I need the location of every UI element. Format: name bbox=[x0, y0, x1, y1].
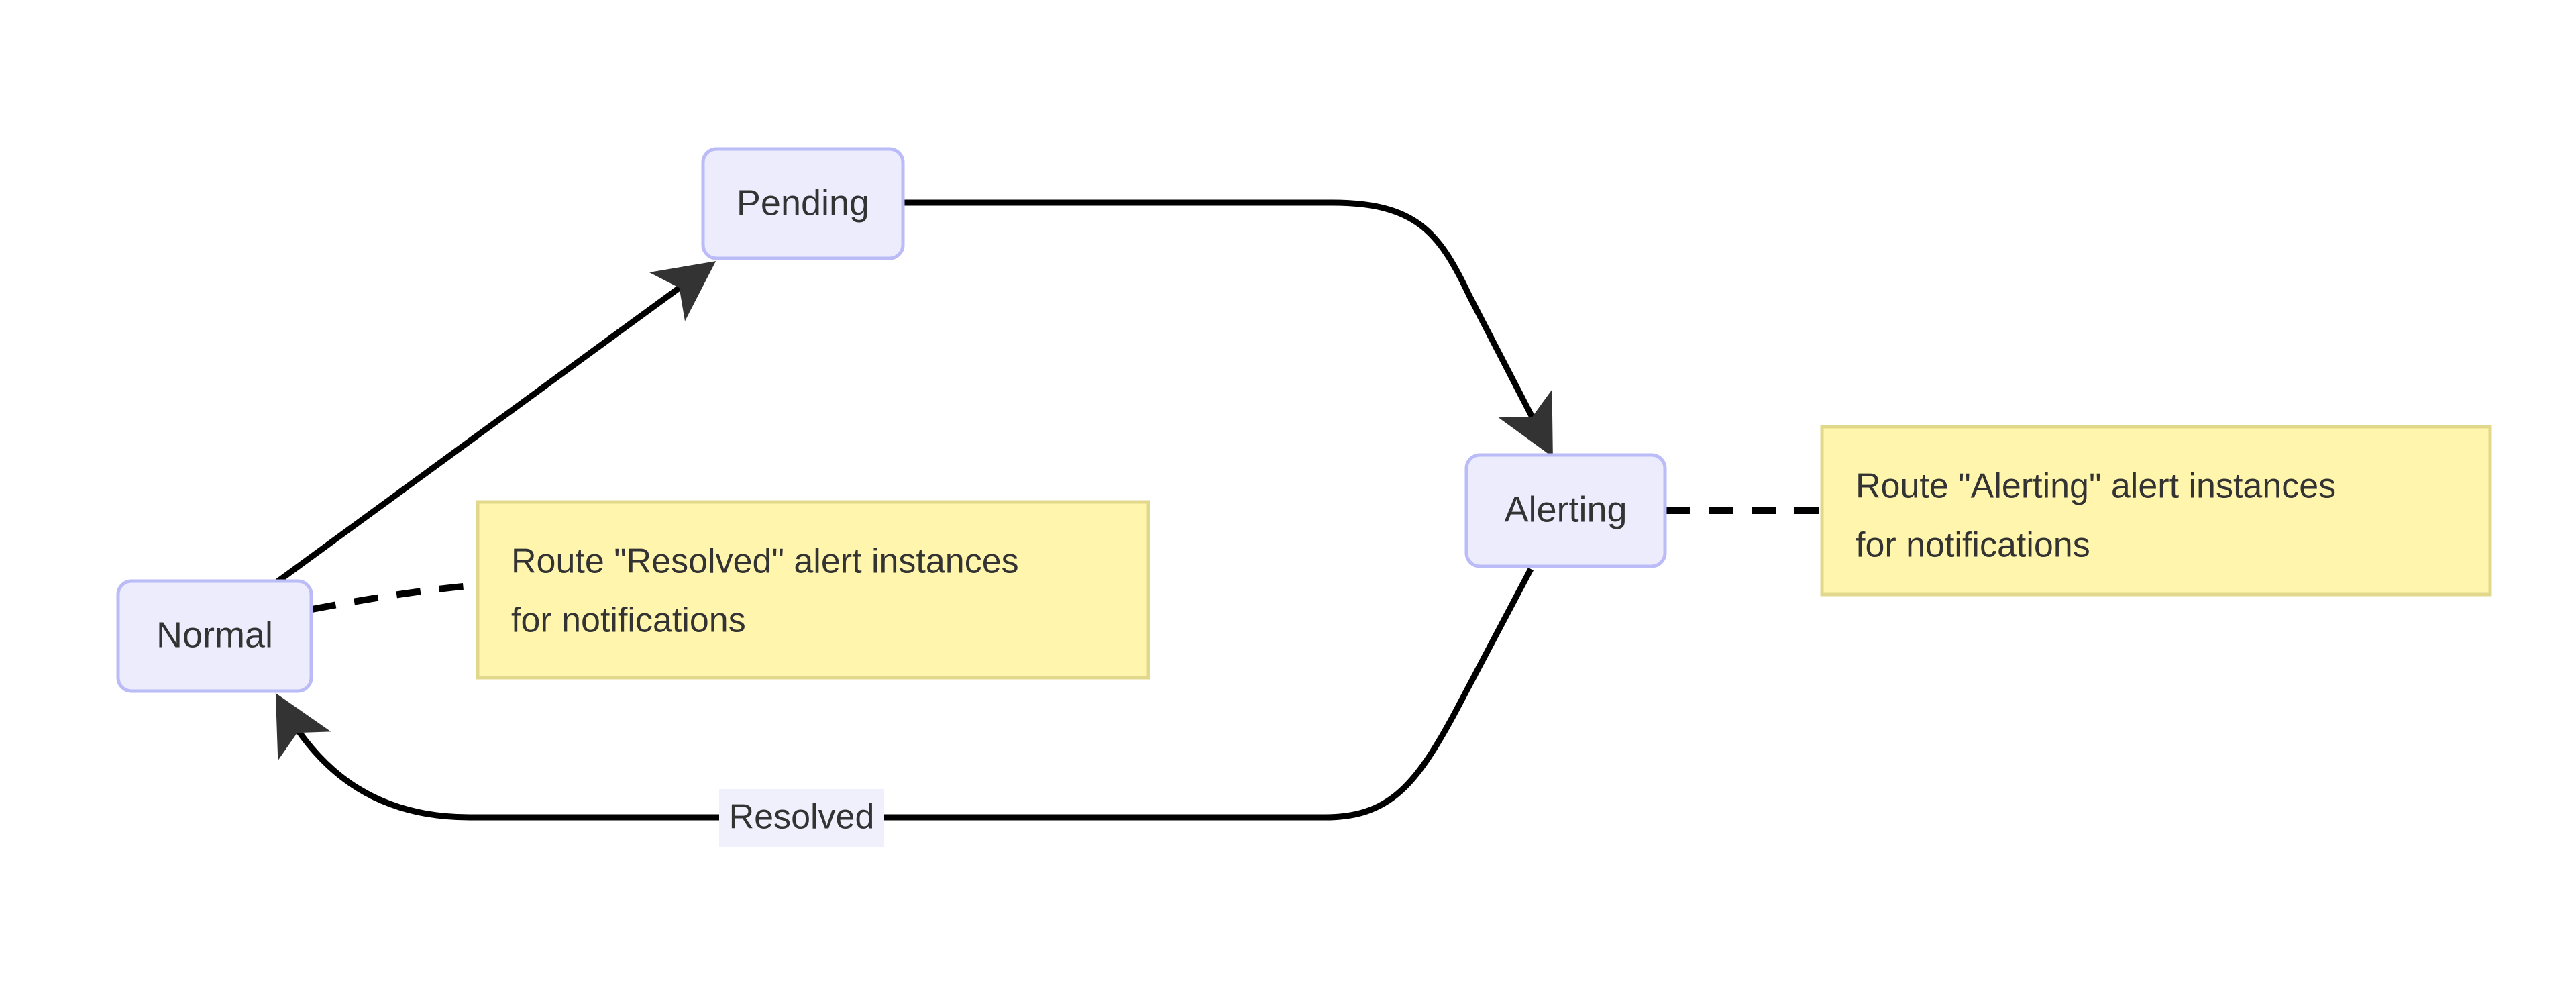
node-alerting[interactable]: Alerting bbox=[1464, 453, 1667, 568]
node-pending-box[interactable] bbox=[701, 147, 905, 260]
note-alerting[interactable]: Route "Alerting" alert instances for not… bbox=[1820, 425, 2492, 597]
note-alerting-line-1: Route "Alerting" alert instances bbox=[1856, 467, 2336, 506]
note-resolved-line-2: for notifications bbox=[511, 601, 746, 640]
node-normal[interactable]: Normal bbox=[116, 579, 313, 693]
node-normal-label: Normal bbox=[156, 615, 273, 655]
edge-normal-to-note-resolved[interactable] bbox=[311, 582, 478, 613]
edge-alerting-to-normal[interactable] bbox=[275, 567, 1534, 821]
node-normal-box[interactable] bbox=[116, 579, 313, 693]
note-resolved[interactable]: Route "Resolved" alert instances for not… bbox=[476, 500, 1150, 680]
note-alerting-line-2: for notifications bbox=[1856, 526, 2090, 565]
edge-normal-to-pending[interactable] bbox=[274, 261, 716, 585]
note-resolved-box[interactable] bbox=[476, 500, 1150, 680]
note-alerting-box[interactable] bbox=[1820, 425, 2492, 597]
node-pending-label: Pending bbox=[737, 183, 869, 223]
edge-pending-to-alerting[interactable] bbox=[904, 199, 1553, 458]
node-alerting-box[interactable] bbox=[1464, 453, 1667, 568]
node-pending[interactable]: Pending bbox=[701, 147, 905, 260]
edge-label-resolved: Resolved bbox=[719, 789, 884, 847]
note-resolved-line-1: Route "Resolved" alert instances bbox=[511, 542, 1019, 581]
node-alerting-label: Alerting bbox=[1504, 489, 1627, 529]
edge-label-resolved-text: Resolved bbox=[729, 798, 875, 837]
edge-label-resolved-background bbox=[719, 789, 884, 847]
